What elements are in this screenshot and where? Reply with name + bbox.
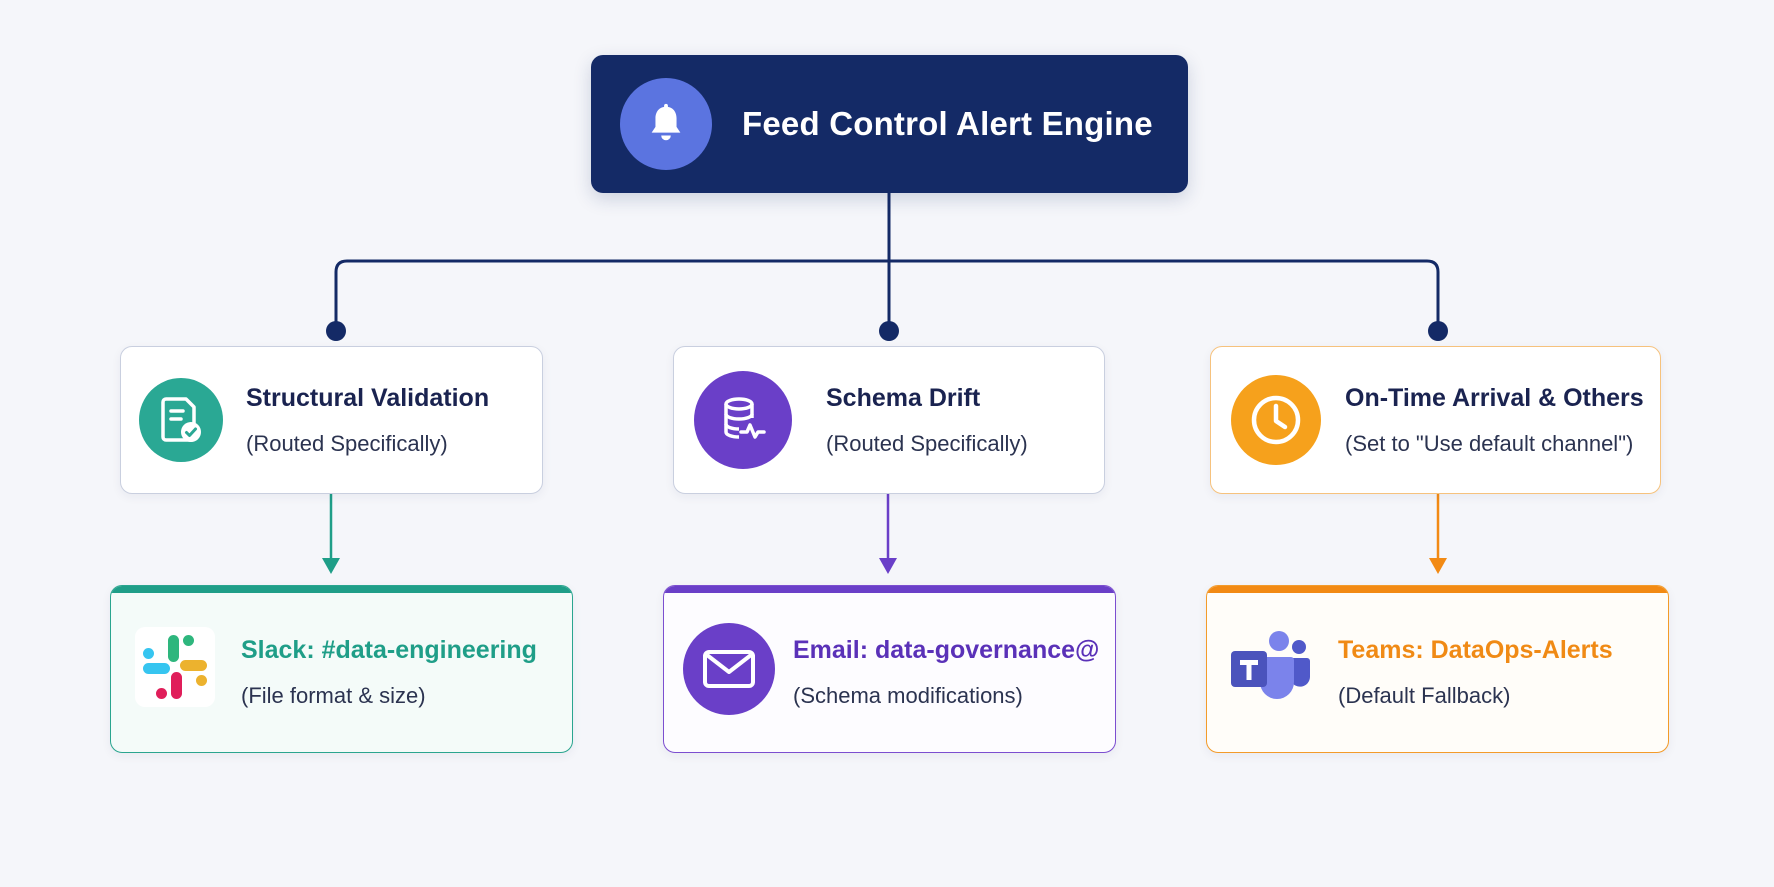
channel-title: Teams: DataOps-Alerts bbox=[1338, 635, 1613, 664]
category-card-structural-validation: Structural Validation (Routed Specifical… bbox=[120, 346, 543, 494]
document-check-icon bbox=[139, 378, 223, 462]
channel-card-teams: Teams: DataOps-Alerts (Default Fallback) bbox=[1206, 585, 1669, 753]
envelope-icon bbox=[683, 623, 775, 715]
channel-subtitle: (Schema modifications) bbox=[793, 682, 1023, 708]
category-subtitle: (Routed Specifically) bbox=[826, 430, 1028, 456]
channel-subtitle: (File format & size) bbox=[241, 682, 426, 708]
connector-dot-ontime bbox=[1428, 321, 1448, 341]
arrowhead-schema bbox=[879, 558, 897, 574]
bell-icon bbox=[620, 78, 712, 170]
database-pulse-icon bbox=[694, 371, 792, 469]
teams-logo-icon bbox=[1229, 627, 1311, 712]
category-subtitle: (Routed Specifically) bbox=[246, 430, 448, 456]
channel-title: Email: data-governance@ bbox=[793, 635, 1100, 664]
arrowhead-ontime bbox=[1429, 558, 1447, 574]
arrowhead-structural bbox=[322, 558, 340, 574]
category-subtitle: (Set to "Use default channel") bbox=[1345, 430, 1634, 456]
channel-title: Slack: #data-engineering bbox=[241, 635, 537, 664]
category-title: Schema Drift bbox=[826, 383, 981, 412]
connector-dot-structural bbox=[326, 321, 346, 341]
channel-card-email: Email: data-governance@ (Schema modifica… bbox=[663, 585, 1116, 753]
branch-bar-connector bbox=[334, 259, 1440, 331]
clock-icon bbox=[1231, 375, 1321, 465]
connector-dot-schema bbox=[879, 321, 899, 341]
alert-engine-node: Feed Control Alert Engine bbox=[591, 55, 1188, 193]
category-title: On-Time Arrival & Others bbox=[1345, 383, 1644, 412]
alert-engine-title: Feed Control Alert Engine bbox=[742, 105, 1153, 142]
category-card-ontime-arrival: On-Time Arrival & Others (Set to "Use de… bbox=[1210, 346, 1661, 494]
category-title: Structural Validation bbox=[246, 383, 490, 412]
channel-accent-bar bbox=[664, 586, 1115, 593]
category-card-schema-drift: Schema Drift (Routed Specifically) bbox=[673, 346, 1105, 494]
channel-card-slack: Slack: #data-engineering (File format & … bbox=[110, 585, 573, 753]
channel-subtitle: (Default Fallback) bbox=[1338, 682, 1511, 708]
channel-accent-bar bbox=[1207, 586, 1668, 593]
channel-accent-bar bbox=[111, 586, 572, 593]
slack-logo-icon bbox=[135, 626, 215, 712]
